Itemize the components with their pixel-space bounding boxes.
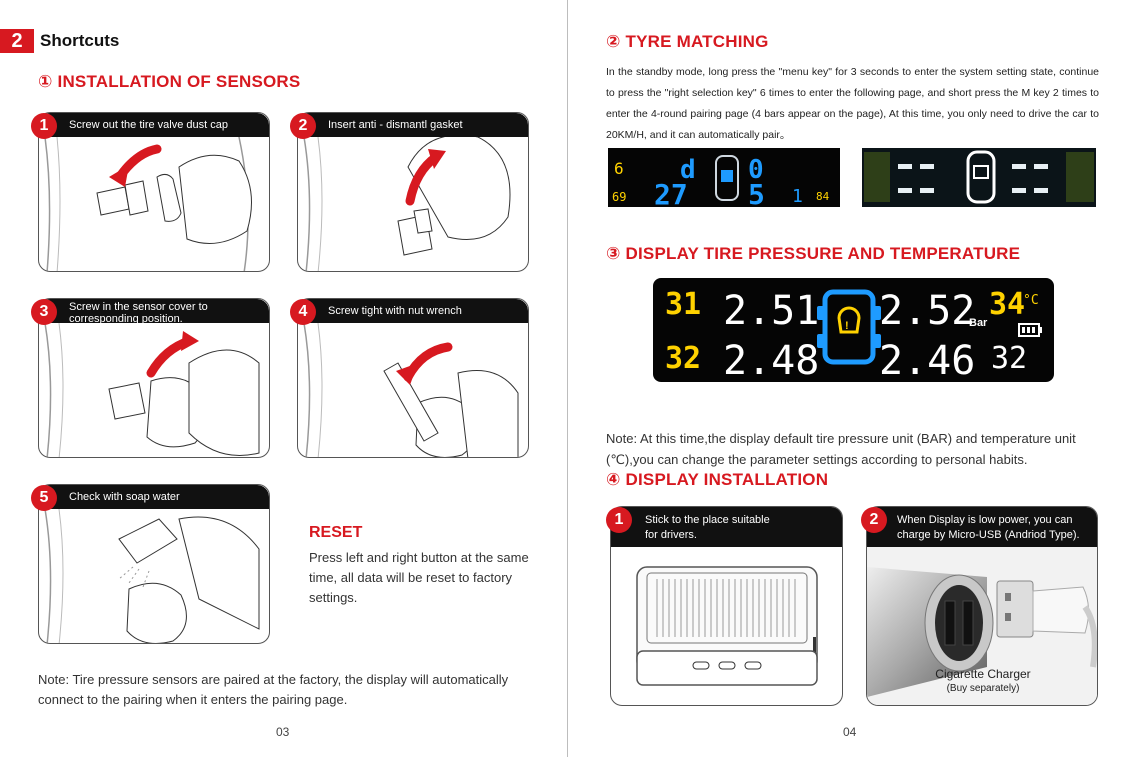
step-5-label: Check with soap water xyxy=(69,491,180,503)
installation-heading: ① INSTALLATION OF SENSORS xyxy=(38,72,301,91)
reset-description: Press left and right button at the same … xyxy=(309,550,529,605)
display-pressure-heading: ③ DISPLAY TIRE PRESSURE AND TEMPERATURE xyxy=(606,244,1021,263)
display-unit-illustration xyxy=(636,566,818,686)
pairing-display-2 xyxy=(862,148,1096,207)
step-2-card: Insert anti - dismantl gasket xyxy=(297,112,529,272)
step-5-card: Check with soap water xyxy=(38,484,270,644)
page-divider xyxy=(567,0,568,757)
cigarette-charger-illustration xyxy=(867,547,1097,705)
reset-heading: RESET xyxy=(309,524,363,541)
step-3-label-line1: Screw in the sensor cover to xyxy=(69,301,208,313)
tire-warning-icon: ! xyxy=(817,289,881,365)
lcd1-top-right: 0 xyxy=(748,155,764,185)
pairing-display-1: 6 69 d 0 27 5 1 84 xyxy=(608,148,840,207)
step-2-label: Insert anti - dismantl gasket xyxy=(328,119,463,131)
charger-sublabel: (Buy separately) xyxy=(946,683,1020,694)
rear-right-pressure: 2.46 xyxy=(879,338,975,382)
pressure-temperature-display: 31 2.51 2.52 34 °C Bar 32 2.48 2.46 32 ! xyxy=(653,278,1054,382)
install-2-line1: When Display is low power, you can xyxy=(897,514,1073,526)
install-2-line2: charge by Micro-USB (Andriod Type). xyxy=(897,529,1080,541)
front-left-pressure: 2.51 xyxy=(723,288,819,334)
step-3-card: Screw in the sensor cover to correspondi… xyxy=(38,298,270,458)
rear-right-temp: 32 xyxy=(991,341,1027,376)
soap-water-illustration xyxy=(44,509,260,643)
valve-cap-illustration xyxy=(44,137,252,271)
install-1-line1: Stick to the place suitable xyxy=(645,514,770,526)
install-1-line2: for drivers. xyxy=(645,529,697,541)
battery-icon xyxy=(1018,323,1042,337)
install-step-1-number: 1 xyxy=(606,507,632,533)
display-installation-heading: ④ DISPLAY INSTALLATION xyxy=(606,470,829,489)
step-5-number: 5 xyxy=(31,485,57,511)
front-right-temp: 34 xyxy=(989,287,1025,322)
step-2-number: 2 xyxy=(290,113,316,139)
temp-unit-label: °C xyxy=(1023,293,1039,308)
step-4-card: Screw tight with nut wrench xyxy=(297,298,529,458)
gasket-illustration xyxy=(303,137,511,271)
page-number-03: 03 xyxy=(276,725,290,739)
lcd1-top-left: d xyxy=(680,155,696,185)
display-unit-note: Note: At this time,the display default t… xyxy=(606,431,1076,467)
shortcuts-heading: Shortcuts xyxy=(40,31,120,50)
step-1-number: 1 xyxy=(31,113,57,139)
step-4-number: 4 xyxy=(290,299,316,325)
right-page: ② TYRE MATCHING In the standby mode, lon… xyxy=(568,0,1135,757)
front-right-pressure: 2.52 xyxy=(879,288,975,334)
rear-left-pressure: 2.48 xyxy=(723,338,819,382)
car-icon xyxy=(715,155,739,201)
sensor-cover-illustration xyxy=(44,323,260,457)
install-card-charger: When Display is low power, you can charg… xyxy=(866,506,1098,706)
page-number-04: 04 xyxy=(843,725,857,739)
wrench-illustration xyxy=(303,323,519,457)
tyre-matching-heading: ② TYRE MATCHING xyxy=(606,32,769,51)
pressure-unit-label: Bar xyxy=(969,317,988,329)
lcd1-bottom-left: 27 xyxy=(654,178,688,207)
install-card-stick: Stick to the place suitable for drivers. xyxy=(610,506,843,706)
svg-text:!: ! xyxy=(845,320,849,332)
step-3-label-line2: corresponding position. xyxy=(69,313,183,325)
lcd1-bl: 69 xyxy=(612,190,626,204)
step-4-label: Screw tight with nut wrench xyxy=(328,305,462,317)
front-left-temp: 31 xyxy=(665,287,701,322)
lcd1-bottom-right: 5 xyxy=(748,178,765,207)
left-note: Note: Tire pressure sensors are paired a… xyxy=(38,672,509,707)
step-3-number: 3 xyxy=(31,299,57,325)
install-step-2-number: 2 xyxy=(861,507,887,533)
lcd1-right-tiny: 84 xyxy=(816,190,830,203)
lcd1-right-small: 1 xyxy=(792,186,803,207)
step-1-label: Screw out the tire valve dust cap xyxy=(69,119,228,131)
lcd1-tl: 6 xyxy=(614,159,624,178)
car-outline-icon xyxy=(966,150,996,204)
left-page: 2 Shortcuts ① INSTALLATION OF SENSORS 1 … xyxy=(0,0,567,757)
tyre-matching-instructions: In the standby mode, long press the "men… xyxy=(606,66,1099,141)
section-number-badge: 2 xyxy=(0,29,34,53)
step-1-card: Screw out the tire valve dust cap xyxy=(38,112,270,272)
rear-left-temp: 32 xyxy=(665,341,701,376)
charger-label: Cigarette Charger xyxy=(935,667,1031,681)
